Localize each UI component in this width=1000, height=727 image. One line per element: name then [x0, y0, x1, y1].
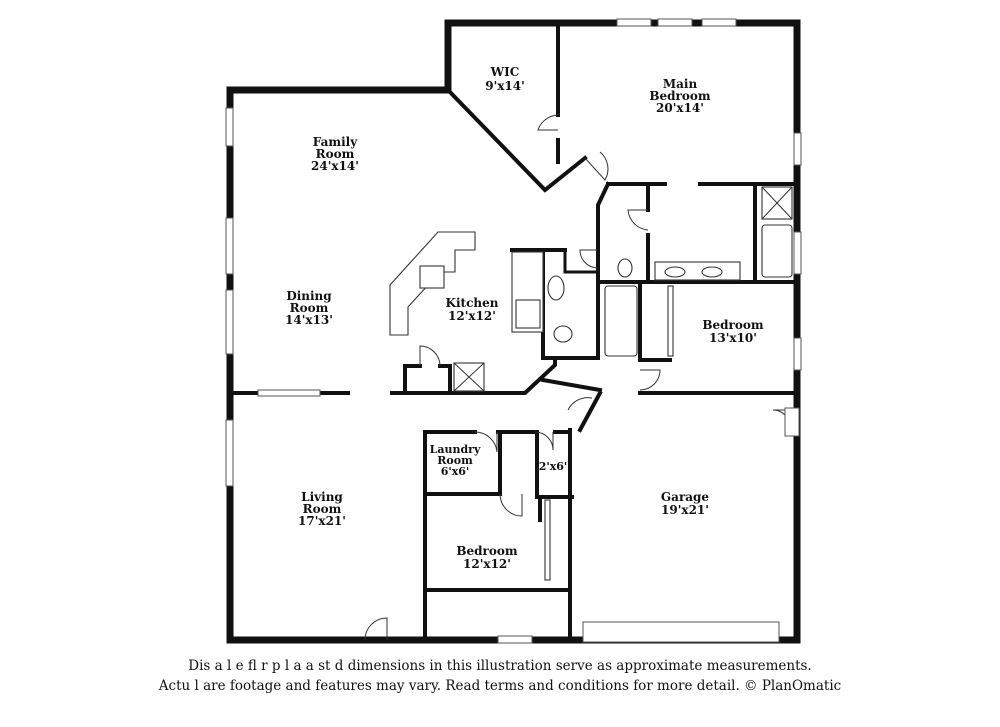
doors — [364, 114, 800, 641]
family-room-size: 24'x14' — [311, 159, 359, 173]
laundry-room-size: 6'x6' — [441, 465, 470, 478]
dining-room-size: 14'x13' — [285, 313, 333, 327]
kitchen-size: 12'x12' — [448, 309, 496, 323]
living-room-label-1: Living — [301, 490, 343, 504]
dining-room-label-2: Room — [290, 301, 329, 315]
windows — [225, 18, 802, 644]
disclaimer-line-2: Actu l are footage and features may vary… — [158, 678, 842, 694]
family-room-label-2: Room — [316, 147, 355, 161]
laundry-room-label-1: Laundry — [430, 443, 481, 456]
bedroom-east-size: 13'x10' — [709, 331, 757, 345]
main-bedroom-label-2: Bedroom — [649, 89, 710, 103]
fixtures — [389, 186, 793, 392]
wic-label: WIC — [490, 65, 520, 79]
wic-size: 9'x14' — [485, 79, 525, 93]
disclaimer: Dis a l e fl r p l a a st d dimensions i… — [0, 656, 1000, 696]
garage-size: 19'x21' — [661, 503, 709, 517]
room-labels: WIC 9'x14' Main Bedroom 20'x14' Family R… — [285, 65, 764, 571]
bedroom-south-size: 12'x12' — [463, 557, 511, 571]
disclaimer-line-1: Dis a l e fl r p l a a st d dimensions i… — [188, 658, 812, 674]
living-room-size: 17'x21' — [298, 514, 346, 528]
main-bedroom-label-1: Main — [663, 77, 698, 91]
bedroom-south-label: Bedroom — [456, 544, 517, 558]
family-room-label-1: Family — [313, 135, 358, 149]
kitchen-label: Kitchen — [446, 296, 499, 310]
closet-size: 2'x6' — [539, 460, 568, 473]
garage-label: Garage — [661, 490, 710, 504]
main-bedroom-size: 20'x14' — [656, 101, 704, 115]
laundry-room-label-2: Room — [437, 454, 473, 467]
living-room-label-2: Room — [303, 502, 342, 516]
bedroom-east-label: Bedroom — [702, 318, 763, 332]
dining-room-label-1: Dining — [286, 289, 332, 303]
